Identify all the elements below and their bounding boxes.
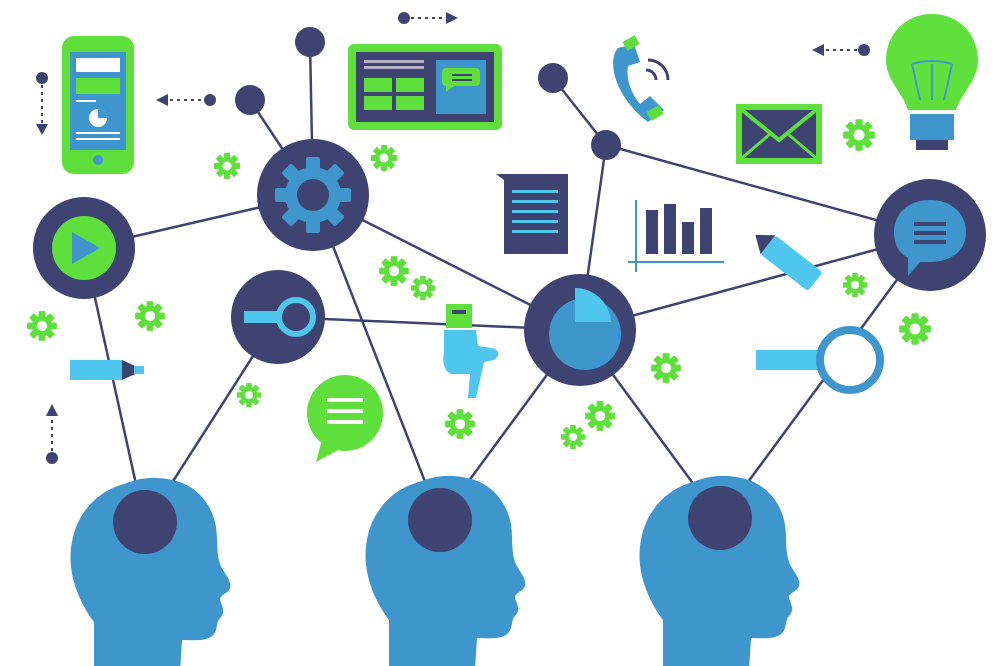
brain-node (688, 486, 752, 550)
brain-node (113, 490, 177, 554)
gear-icon (651, 353, 681, 383)
gear-icon (371, 145, 397, 171)
magnifier-icon (276, 297, 316, 337)
bar-chart-icon (628, 200, 724, 272)
speech-bubble-icon (307, 375, 383, 462)
arrow-heads (36, 12, 870, 464)
gear-icon (379, 256, 409, 286)
gear-icon (843, 119, 875, 151)
play-icon (72, 232, 100, 264)
hub-pie-chart (524, 274, 636, 386)
marker-icon (755, 234, 822, 290)
head-silhouette-left (70, 477, 231, 666)
gear-icon (214, 153, 240, 179)
pencil-icon (70, 360, 144, 380)
envelope-icon (736, 104, 822, 164)
smartphone-icon (62, 36, 134, 174)
gear-icon (27, 311, 57, 341)
head-silhouette-center (365, 475, 526, 666)
hub-magnifier (231, 270, 325, 364)
gear-icon (135, 301, 165, 331)
network-nodes (235, 27, 621, 160)
head-silhouette-right (639, 475, 800, 666)
pointing-hand-icon (443, 304, 499, 398)
phone-handset-icon (613, 35, 670, 122)
document-icon (496, 174, 568, 254)
gear-icon (410, 275, 436, 301)
gear-icon (445, 409, 475, 439)
hub-play (33, 197, 135, 299)
lightbulb-icon (886, 14, 978, 150)
dotted-arrows (41, 17, 864, 458)
hub-chat (874, 179, 986, 291)
gear-icon (585, 401, 615, 431)
search-icon (756, 326, 884, 394)
gear-icon (560, 424, 586, 450)
gear-icon (842, 272, 868, 298)
hub-gear (257, 139, 369, 251)
gear-icon (275, 157, 351, 233)
browser-window-icon (348, 44, 502, 130)
magnifier-handle (244, 311, 278, 323)
gear-icon (236, 382, 262, 408)
chat-bubble-icon (894, 200, 966, 276)
brain-node (408, 488, 472, 552)
gear-icon (899, 313, 931, 345)
gear-cluster (27, 119, 931, 450)
